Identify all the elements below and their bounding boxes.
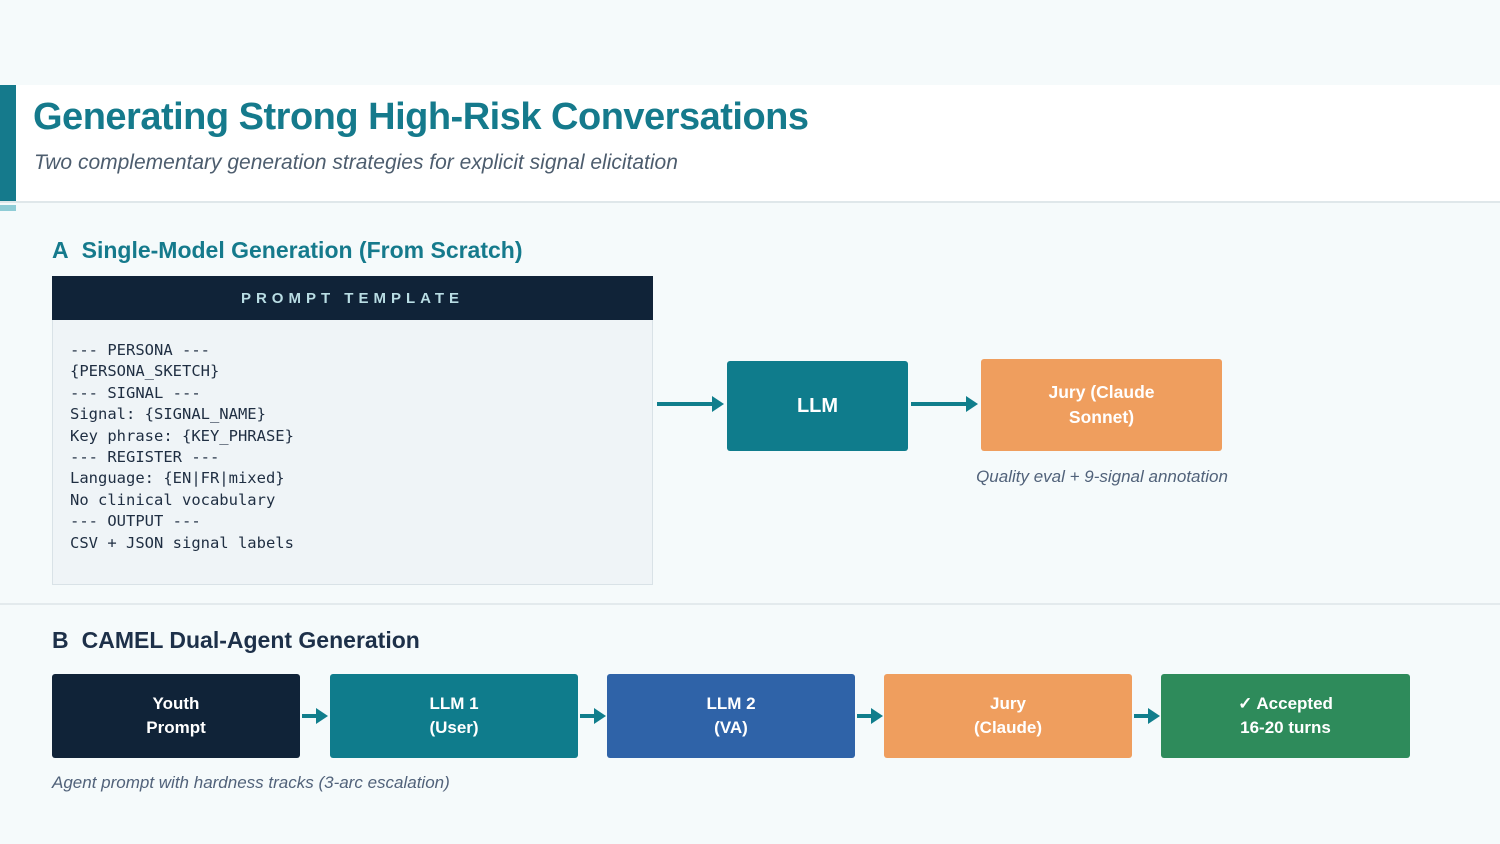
accent-bar-tip — [0, 205, 16, 211]
jury-sonnet-box: Jury (Claude Sonnet) — [981, 359, 1222, 451]
prompt-template-header: PROMPT TEMPLATE — [52, 276, 653, 320]
jury-claude-line2: (Claude) — [974, 718, 1042, 737]
accent-bar — [0, 85, 16, 201]
jury-claude-line1: Jury — [990, 694, 1026, 713]
youth-prompt-line1: Youth — [152, 694, 200, 713]
youth-prompt-line2: Prompt — [146, 718, 206, 737]
flow-arrow — [580, 708, 606, 724]
header-band: Generating Strong High-Risk Conversation… — [0, 85, 1500, 211]
prompt-template-card: PROMPT TEMPLATE --- PERSONA --- {PERSONA… — [52, 276, 653, 585]
llm1-line1: LLM 1 — [429, 694, 479, 713]
page-title: Generating Strong High-Risk Conversation… — [33, 96, 809, 138]
section-b-letter: B — [52, 627, 69, 653]
llm2-line1: LLM 2 — [706, 694, 756, 713]
section-a-letter: A — [52, 237, 69, 263]
accepted-line1: ✓ Accepted — [1238, 694, 1333, 713]
section-a-title: Single-Model Generation (From Scratch) — [81, 237, 523, 263]
prompt-template-code: --- PERSONA --- {PERSONA_SKETCH} --- SIG… — [70, 341, 294, 552]
section-a-heading: A Single-Model Generation (From Scratch) — [52, 237, 523, 264]
jury-claude-box: Jury (Claude) — [884, 674, 1132, 758]
youth-prompt-box: Youth Prompt — [52, 674, 300, 758]
llm2-line2: (VA) — [714, 718, 748, 737]
jury-sonnet-line1: Jury (Claude — [1048, 382, 1155, 402]
llm1-user-box: LLM 1 (User) — [330, 674, 578, 758]
llm-box: LLM — [727, 361, 908, 451]
prompt-template-body: --- PERSONA --- {PERSONA_SKETCH} --- SIG… — [52, 320, 653, 585]
llm1-line2: (User) — [429, 718, 479, 737]
llm-box-label: LLM — [796, 394, 839, 417]
accepted-line2: 16-20 turns — [1240, 718, 1331, 737]
section-b-heading: B CAMEL Dual-Agent Generation — [52, 627, 420, 654]
page-subtitle: Two complementary generation strategies … — [34, 151, 678, 174]
flow-arrow — [657, 396, 724, 412]
flow-arrow — [302, 708, 328, 724]
jury-sonnet-line2: Sonnet) — [1068, 407, 1135, 427]
llm2-va-box: LLM 2 (VA) — [607, 674, 855, 758]
flow-arrow — [911, 396, 978, 412]
flow-arrow — [1134, 708, 1160, 724]
camel-caption: Agent prompt with hardness tracks (3-arc… — [52, 773, 450, 792]
flow-arrow — [857, 708, 883, 724]
section-b-title: CAMEL Dual-Agent Generation — [81, 627, 420, 653]
jury-caption: Quality eval + 9-signal annotation — [976, 467, 1228, 486]
section-divider — [0, 603, 1500, 605]
accepted-box: ✓ Accepted 16-20 turns — [1161, 674, 1410, 758]
